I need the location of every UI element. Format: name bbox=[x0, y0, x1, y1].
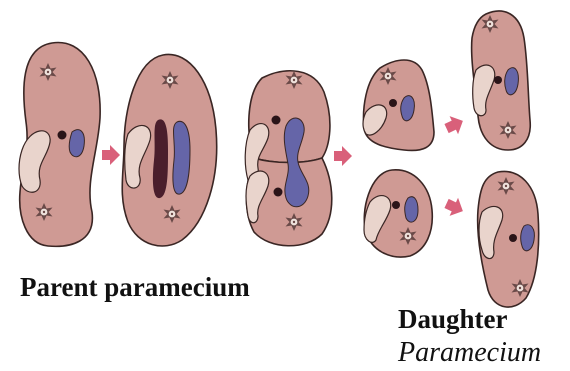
micronucleus bbox=[58, 131, 67, 140]
species-label: Paramecium bbox=[398, 337, 541, 369]
macronucleus bbox=[521, 225, 535, 251]
macronucleus bbox=[69, 130, 84, 157]
micronucleus bbox=[392, 201, 400, 209]
daughter-paramecium-lower bbox=[478, 171, 539, 307]
micronucleus bbox=[494, 76, 502, 84]
stage-4-upper-daughter-cell bbox=[363, 60, 434, 150]
micronucleus bbox=[274, 188, 283, 197]
stage-4-lower-daughter-cell bbox=[364, 170, 432, 257]
macronucleus bbox=[505, 68, 519, 95]
parent-paramecium-label: Parent paramecium bbox=[20, 272, 250, 303]
arrow-right-icon bbox=[334, 146, 352, 166]
stage-3-dividing-cell bbox=[245, 71, 332, 246]
stage-2-elongating-cell bbox=[122, 54, 216, 246]
macronucleus bbox=[405, 197, 418, 222]
arrow-right-icon bbox=[442, 112, 467, 138]
micronucleus bbox=[272, 116, 281, 125]
stage-1-parent-cell bbox=[19, 43, 100, 247]
arrow-right-icon bbox=[442, 194, 467, 220]
micronucleus bbox=[389, 99, 397, 107]
elongated-micronucleus bbox=[153, 119, 168, 198]
daughter-paramecium-upper bbox=[472, 11, 531, 150]
arrow-right-icon bbox=[102, 145, 120, 165]
micronucleus bbox=[509, 234, 517, 242]
daughter-label: Daughter bbox=[398, 304, 508, 335]
elongated-macronucleus bbox=[173, 121, 190, 194]
